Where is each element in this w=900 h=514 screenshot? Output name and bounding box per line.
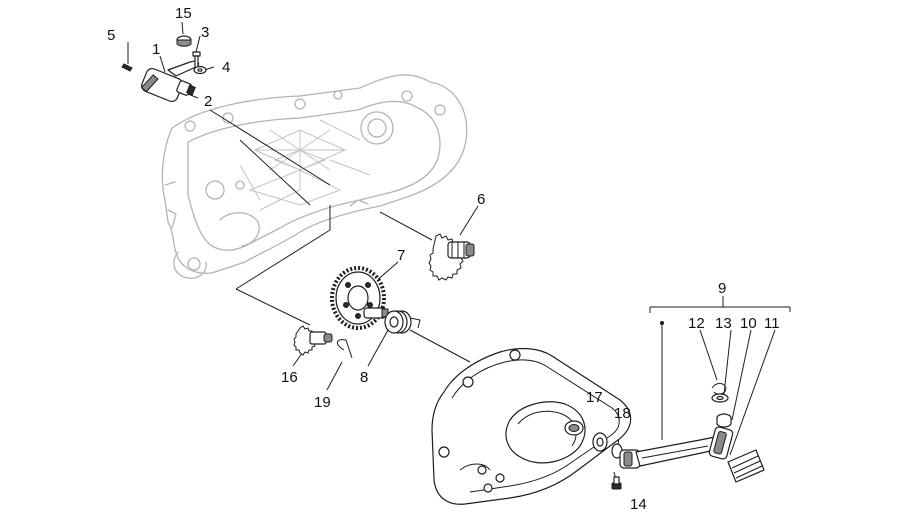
starter-pinion-6 [428, 233, 475, 281]
part-labels: 5 1 15 3 4 2 6 7 9 12 13 10 11 16 8 19 1… [107, 5, 780, 513]
bolt-14 [611, 476, 622, 490]
label-14: 14 [630, 496, 647, 513]
washer-13 [711, 393, 729, 403]
intermediate-gear-16 [293, 325, 333, 356]
clip-19 [337, 339, 353, 359]
bush-10 [716, 413, 732, 428]
label-13: 13 [715, 315, 732, 332]
label-3: 3 [201, 24, 209, 41]
cap-15 [176, 35, 192, 47]
leader-lines [127, 21, 791, 489]
label-5: 5 [107, 27, 115, 44]
label-6: 6 [477, 191, 485, 208]
label-18: 18 [614, 405, 631, 422]
label-4: 4 [222, 59, 230, 76]
washer-17 [592, 432, 608, 452]
label-16: 16 [281, 369, 298, 386]
label-17: 17 [586, 389, 603, 406]
starter-driven-gear-7 [330, 266, 389, 330]
starter-motor [140, 67, 196, 103]
label-1: 1 [152, 41, 160, 58]
circlip-12 [711, 383, 727, 395]
crankcase-housing [161, 74, 468, 279]
transmission-cover [431, 347, 632, 505]
label-10: 10 [740, 315, 757, 332]
label-15: 15 [175, 5, 192, 22]
label-19: 19 [314, 394, 331, 411]
screw-5 [121, 63, 133, 72]
washer-4 [193, 65, 207, 75]
spring-8 [384, 310, 421, 334]
kickstart-lever [619, 426, 734, 469]
label-12: 12 [688, 315, 705, 332]
rubber-pedal-11 [727, 449, 765, 483]
label-7: 7 [397, 247, 405, 264]
label-8: 8 [360, 369, 368, 386]
label-2: 2 [204, 93, 212, 110]
label-9: 9 [718, 280, 726, 297]
label-11: 11 [764, 315, 780, 332]
